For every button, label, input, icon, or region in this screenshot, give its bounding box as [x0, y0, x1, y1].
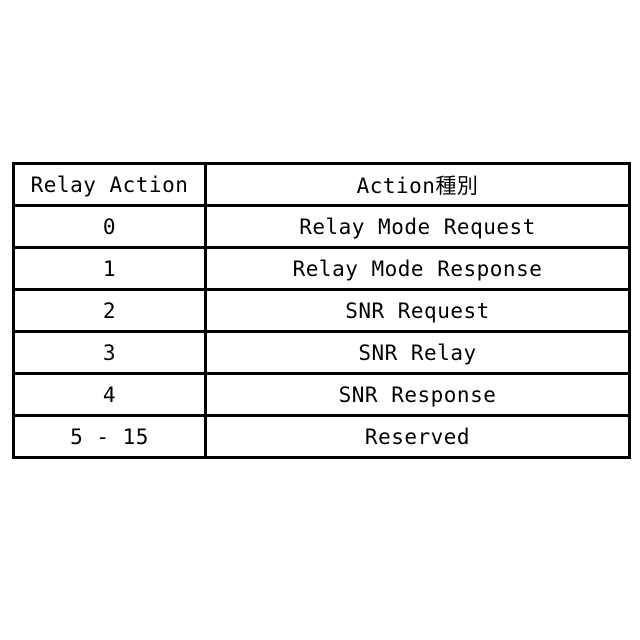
table-row: 5 - 15 Reserved: [12, 414, 631, 459]
table-header-row: Relay Action Action種別: [12, 162, 631, 207]
cell-relay-action: 3: [12, 330, 207, 375]
table-row: 4 SNR Response: [12, 372, 631, 417]
table-row: 2 SNR Request: [12, 288, 631, 333]
cell-relay-action: 2: [12, 288, 207, 333]
cell-action-type: Relay Mode Response: [204, 246, 631, 291]
header-action-type: Action種別: [204, 162, 631, 207]
header-relay-action: Relay Action: [12, 162, 207, 207]
table-row: 0 Relay Mode Request: [12, 204, 631, 249]
cell-relay-action: 1: [12, 246, 207, 291]
relay-action-table: Relay Action Action種別 0 Relay Mode Reque…: [12, 162, 631, 459]
table-row: 1 Relay Mode Response: [12, 246, 631, 291]
cell-relay-action: 4: [12, 372, 207, 417]
table-row: 3 SNR Relay: [12, 330, 631, 375]
cell-relay-action: 5 - 15: [12, 414, 207, 459]
cell-action-type: Reserved: [204, 414, 631, 459]
cell-action-type: SNR Request: [204, 288, 631, 333]
cell-relay-action: 0: [12, 204, 207, 249]
cell-action-type: Relay Mode Request: [204, 204, 631, 249]
cell-action-type: SNR Response: [204, 372, 631, 417]
relay-action-table-container: Relay Action Action種別 0 Relay Mode Reque…: [12, 162, 631, 459]
cell-action-type: SNR Relay: [204, 330, 631, 375]
